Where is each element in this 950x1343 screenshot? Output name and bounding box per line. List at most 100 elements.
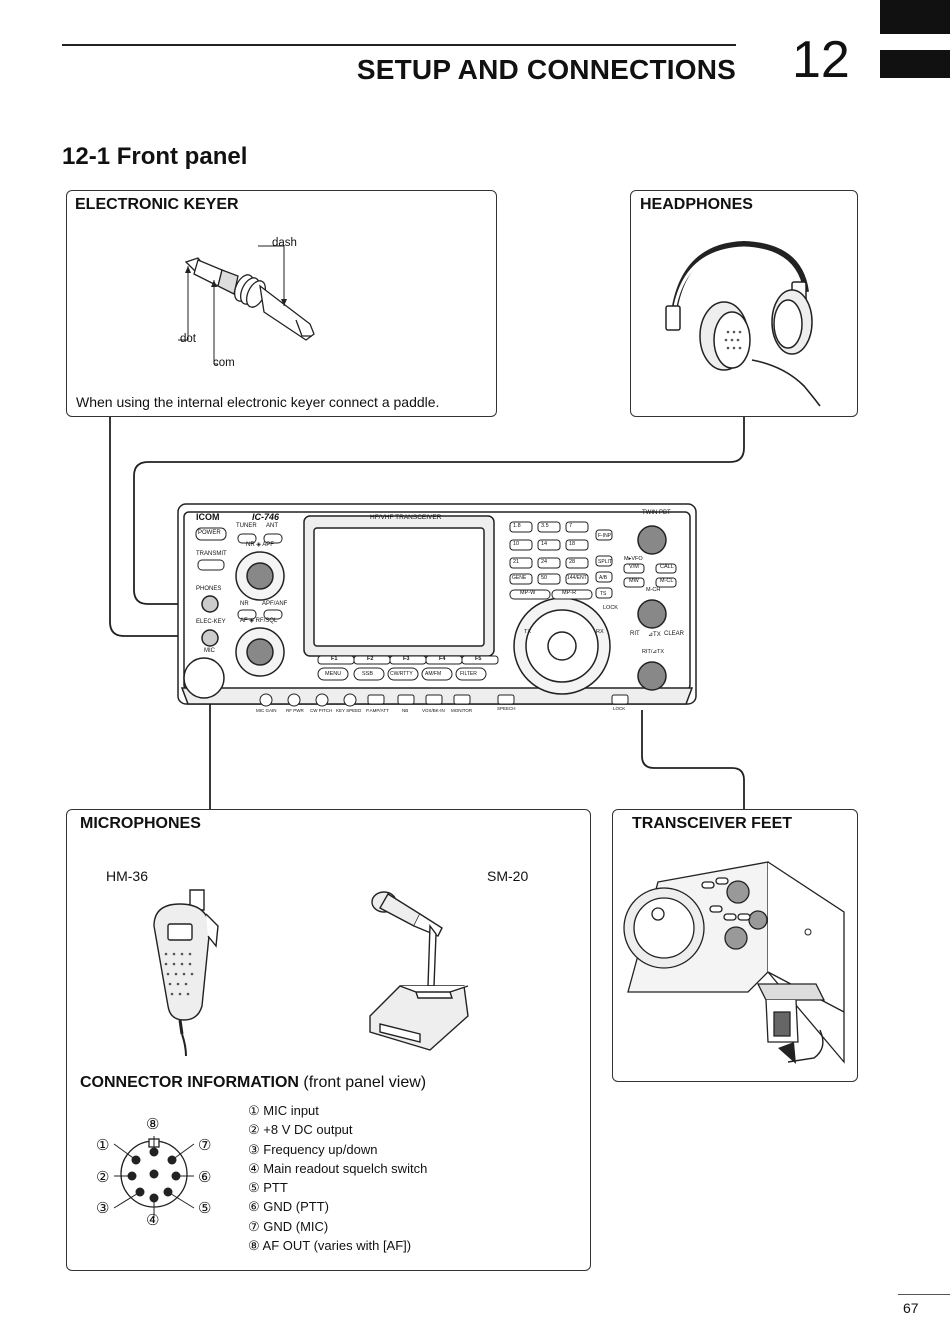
band-button-24: 24 [541, 559, 548, 565]
mic-model-sm20: SM-20 [487, 868, 529, 884]
band-button-28: 28 [569, 559, 576, 565]
keyer-label-dot: dot [180, 333, 196, 345]
band-button-144: 144/ENT [567, 575, 587, 581]
radio-label-call: CALL [660, 564, 674, 570]
bottom-label-lock: LOCK [613, 706, 626, 711]
chapter-number: 12 [792, 31, 850, 89]
button-a-b: A/B [599, 575, 608, 581]
bottom-label-key-speed: KEY SPEED [336, 708, 362, 713]
pin-mark-1: ① [96, 1137, 110, 1154]
pin-mark-4: ④ [146, 1212, 160, 1229]
radio-label-tuner: TUNER [236, 523, 257, 529]
radio-label-dtx: ⊿TX [648, 632, 661, 638]
radio-label-rit-dtx: RIT/⊿TX [642, 649, 665, 655]
bottom-label-vox: VOX/BK-IN [422, 708, 445, 713]
pin-item: ② +8 V DC output [248, 1122, 353, 1138]
radio-label-af-rf-sql: AF ◈ RF/SQL [240, 618, 278, 624]
radio-label-tx: TX [524, 629, 532, 635]
band-button-14: 14 [541, 541, 548, 547]
pin-item: ① MIC input [248, 1103, 319, 1118]
function-key-f3: F3 [403, 656, 410, 662]
header-rule [62, 44, 736, 46]
mode-button-cw-rtty: CW/RTTY [390, 671, 413, 677]
radio-label-rx: RX [596, 629, 604, 635]
radio-label-nr-apf: NR ◈ APF [246, 542, 274, 548]
mode-button-menu: MENU [325, 671, 342, 677]
pin-item: ④ Main readout squelch switch [248, 1160, 428, 1176]
band-button-10: 10 [513, 541, 520, 547]
radio-label-twin-pbt: TWIN PBT [642, 510, 671, 516]
feet-title: TRANSCEIVER FEET [632, 815, 793, 832]
band-button-3-5: 3.5 [541, 523, 549, 529]
button-f-inp: F-INP [598, 533, 612, 539]
radio-band-label: HF/VHF TRANSCEIVER [370, 514, 442, 521]
radio-label-mcl: M-CL [660, 578, 674, 584]
pin-item: ③ Frequency up/down [248, 1141, 378, 1157]
radio-label-mch: M-CH [646, 587, 661, 593]
bottom-label-mic-gain: MIC GAIN [256, 708, 277, 713]
keyer-label-dash: dash [272, 237, 297, 249]
connector-title-bold: CONNECTOR INFORMATION [80, 1074, 299, 1091]
function-key-f1: F1 [331, 656, 338, 662]
band-button-7: 7 [569, 523, 573, 529]
radio-brand: ICOM [196, 512, 220, 522]
bottom-label-nb: NB [402, 708, 409, 713]
transceiver-front-panel [177, 503, 697, 707]
keyer-title: ELECTRONIC KEYER [75, 196, 239, 213]
connector-title: CONNECTOR INFORMATION (front panel view) [80, 1074, 426, 1092]
headphones-box [630, 190, 858, 417]
pin-mark-3: ③ [96, 1200, 110, 1217]
function-key-f2: F2 [367, 656, 374, 662]
connector-pin-diagram [113, 1136, 195, 1218]
radio-label-clear: CLEAR [664, 631, 685, 637]
paddle-plug-illustration [178, 245, 315, 365]
headphones-title: HEADPHONES [640, 196, 753, 213]
pin-item: ⑤ PTT [248, 1180, 288, 1196]
radio-label-phones: PHONES [196, 586, 222, 592]
footer-rule [898, 1294, 950, 1295]
pin-item: ⑦ GND (MIC) [248, 1218, 329, 1234]
function-key-f4: F4 [439, 656, 446, 662]
radio-label-vm: V/M [629, 564, 639, 570]
bottom-label-pamp-att: P.AMP/ATT [366, 708, 389, 713]
pin-item: ⑥ GND (PTT) [248, 1199, 329, 1215]
band-button-18: 18 [569, 541, 576, 547]
radio-label-ant: ANT [266, 523, 278, 529]
band-button-gene: GENE [512, 575, 527, 581]
function-key-f5: F5 [475, 656, 482, 662]
microphones-title: MICROPHONES [80, 815, 201, 832]
mode-button-ssb: SSB [362, 671, 374, 677]
mic-model-hm36: HM-36 [106, 868, 149, 884]
pin-mark-8: ⑧ [146, 1116, 160, 1133]
chapter-tab-top [880, 0, 950, 34]
pin-mark-5: ⑤ [198, 1200, 212, 1217]
chapter-tab-bottom [880, 50, 950, 78]
bottom-label-rf-pwr: RF PWR [286, 708, 304, 713]
section-title: 12-1 Front panel [62, 143, 248, 170]
headphones-illustration [665, 240, 821, 407]
pin-mark-6: ⑥ [198, 1169, 212, 1186]
pin-mark-2: ② [96, 1169, 110, 1186]
radio-model: IC-746 [252, 512, 280, 522]
radio-label-transmit: TRANSMIT [196, 551, 227, 557]
bottom-label-speech: SPEECH [497, 706, 516, 711]
pin-mark-7: ⑦ [198, 1137, 212, 1154]
band-button-21: 21 [513, 559, 520, 565]
connector-title-rest: (front panel view) [298, 1074, 427, 1091]
radio-label-apf-anf: APF/ANF [262, 601, 288, 607]
pin-item: ⑧ AF OUT (varies with [AF]) [248, 1238, 412, 1254]
hand-microphone-illustration [153, 889, 219, 1057]
bottom-label-cw-pitch: CW PITCH [310, 708, 333, 713]
radio-label-mic: MIC [204, 648, 215, 654]
transceiver-feet-illustration [623, 861, 845, 1064]
band-button-50: 50 [541, 575, 548, 581]
page-number: 67 [903, 1300, 919, 1316]
bottom-label-monitor: MONITOR [451, 708, 473, 713]
button-mp-r: MP-R [562, 590, 577, 596]
radio-label-m-vfo: M▸VFO [624, 556, 643, 562]
keyer-caption: When using the internal electronic keyer… [76, 394, 440, 410]
button-mp-w: MP-W [520, 590, 536, 596]
radio-label-elec-key: ELEC-KEY [196, 619, 226, 625]
radio-label-nr: NR [240, 601, 249, 607]
